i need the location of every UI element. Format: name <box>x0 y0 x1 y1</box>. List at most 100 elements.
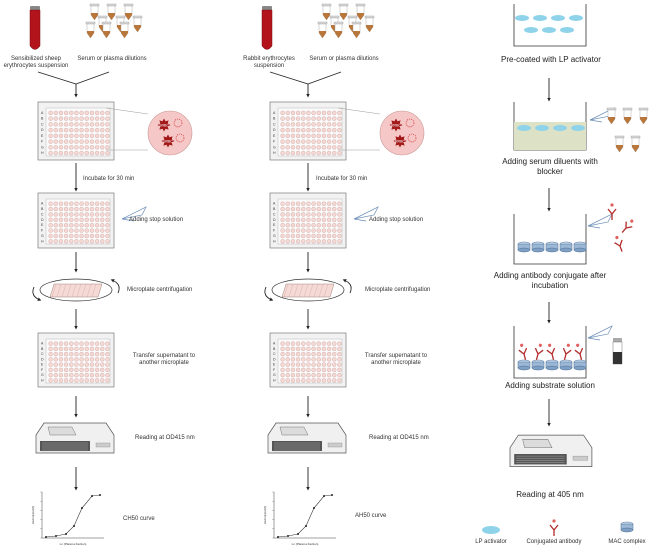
svg-text:SRBC: SRBC <box>163 140 173 144</box>
lp-step5-label: Reading at 405 nm <box>516 490 584 499</box>
svg-text:A: A <box>273 342 276 346</box>
ch50-blood-tube <box>29 6 41 50</box>
ch50-plate-reader <box>35 422 115 454</box>
ah50-serum-tubes <box>317 3 375 39</box>
legend-mac-complex: MAC complex <box>608 539 646 545</box>
svg-text:G: G <box>273 373 276 377</box>
svg-text:D: D <box>41 128 44 132</box>
svg-text:F: F <box>41 368 43 372</box>
ah50-centrifuge <box>264 278 352 302</box>
ah50-curve-label: AH50 curve <box>355 513 387 519</box>
ch50-zoom-lines <box>105 107 149 151</box>
svg-text:C: C <box>41 352 44 356</box>
svg-text:C: C <box>273 122 276 126</box>
svg-text:RRBC: RRBC <box>391 124 401 128</box>
ch50-incubate-label: Incubate for 30 min <box>83 176 135 182</box>
ch50-merge-lines <box>37 71 110 85</box>
svg-text:A: A <box>273 111 276 115</box>
svg-text:G: G <box>273 234 276 238</box>
svg-text:A: A <box>273 202 276 206</box>
curve-xlabel: Ln (Plasma fraction) <box>292 542 319 546</box>
svg-text:E: E <box>273 134 276 138</box>
curve-ylabel: Hemolysis(%) <box>31 506 35 525</box>
ch50-serum-tubes <box>85 3 143 39</box>
ah50-incubate-label: Incubate for 30 min <box>316 176 368 182</box>
lp-dropper-2 <box>587 213 613 229</box>
svg-text:G: G <box>41 373 44 377</box>
curve-ylabel: Hemolysis(%) <box>263 506 267 525</box>
ah50-transfer-label: Transfer supernatant to another micropla… <box>364 353 428 366</box>
ah50-blood-tube <box>261 6 273 50</box>
svg-text:B: B <box>41 207 44 211</box>
svg-text:G: G <box>41 145 44 149</box>
svg-text:B: B <box>41 117 44 121</box>
ah50-reading-label: Reading at OD415 nm <box>369 435 429 441</box>
legend-activator-icon <box>482 526 500 534</box>
lp-step1-label: Pre-coated with LP activator <box>501 55 601 64</box>
svg-text:H: H <box>273 378 276 382</box>
svg-text:F: F <box>273 229 275 233</box>
ch50-serum-label: Serum or plasma dilutions <box>77 56 147 62</box>
svg-text:A: A <box>41 342 44 346</box>
ch50-reading-label: Reading at OD415 nm <box>135 435 195 441</box>
svg-text:E: E <box>273 363 276 367</box>
legend-mac-icon <box>620 521 634 533</box>
lp-well-1 <box>513 4 587 47</box>
svg-text:RRBC: RRBC <box>395 140 405 144</box>
svg-text:C: C <box>273 212 276 216</box>
svg-text:E: E <box>41 223 44 227</box>
svg-text:G: G <box>273 145 276 149</box>
ch50-transfer-label: Transfer supernatant to another micropla… <box>132 353 196 366</box>
svg-text:H: H <box>41 239 44 243</box>
ah50-dropper <box>353 206 379 222</box>
lp-dropper-3 <box>587 325 613 341</box>
ah50-merge-lines <box>269 71 342 85</box>
svg-text:SRBC: SRBC <box>159 124 169 128</box>
svg-text:D: D <box>41 357 44 361</box>
lp-well-4 <box>513 326 587 379</box>
ch50-dropper <box>121 206 147 222</box>
ah50-centrifuge-label: Microplate centrifugation <box>365 287 431 293</box>
lp-step3-label: Adding antibody conjugate after incubati… <box>493 271 607 290</box>
lp-serum-tubes <box>606 107 649 153</box>
svg-text:H: H <box>41 378 44 382</box>
ch50-centrifuge-label: Microplate centrifugation <box>127 287 193 293</box>
svg-text:H: H <box>273 151 276 155</box>
svg-text:B: B <box>273 347 276 351</box>
svg-text:E: E <box>273 223 276 227</box>
ah50-plate-reader <box>267 422 347 454</box>
lp-step2-label: Adding serum diluents with blocker <box>502 157 598 176</box>
svg-text:F: F <box>273 368 275 372</box>
lp-plate-reader <box>509 434 593 467</box>
svg-text:C: C <box>41 122 44 126</box>
ah50-serum-label: Serum or plasma dilutions <box>309 56 379 62</box>
svg-text:E: E <box>41 363 44 367</box>
svg-text:H: H <box>41 151 44 155</box>
svg-text:F: F <box>273 140 275 144</box>
ah50-sample-label: Rabbit erythrocytes suspension <box>243 56 295 69</box>
svg-text:B: B <box>273 117 276 121</box>
svg-text:D: D <box>273 218 276 222</box>
curve-xlabel: Ln (Plasma fraction) <box>60 542 87 546</box>
ah50-stop-label: Adding stop solution <box>369 217 424 223</box>
ch50-stop-label: Adding stop solution <box>129 217 184 223</box>
ah50-rbc-zoom: RRBC RRBC <box>379 110 425 156</box>
legend-antibody-icon <box>549 519 559 536</box>
lp-substrate-vial <box>612 338 623 365</box>
ch50-curve: Hemolysis(%) Ln (Plasma fraction) <box>31 491 104 546</box>
ch50-centrifuge <box>32 278 120 302</box>
svg-text:H: H <box>273 239 276 243</box>
ch50-sample-label: Sensibilized sheep erythrocytes suspensi… <box>3 56 69 69</box>
lp-step4-label: Adding substrate solution <box>505 381 595 390</box>
svg-text:C: C <box>273 352 276 356</box>
svg-text:D: D <box>273 357 276 361</box>
lp-antibodies-free <box>607 203 634 252</box>
svg-text:E: E <box>41 134 44 138</box>
svg-text:D: D <box>41 218 44 222</box>
